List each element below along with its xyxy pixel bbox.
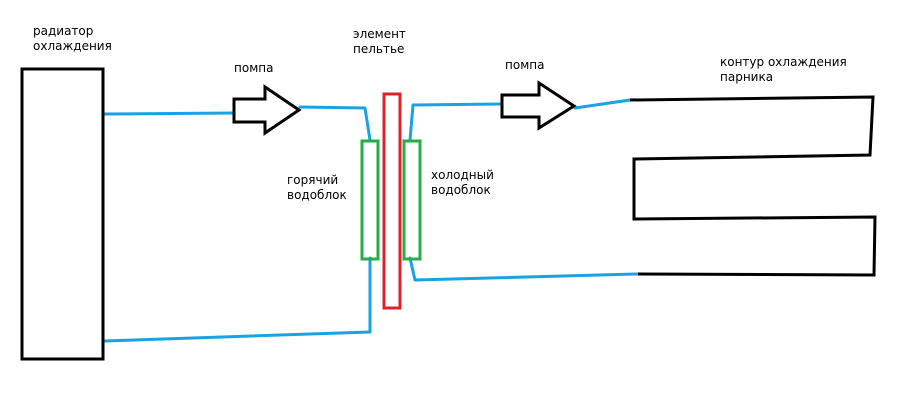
pipe-hot-block-to-radiator xyxy=(102,256,372,343)
contour-label: контур охлаждения парника xyxy=(720,55,847,84)
peltier-element xyxy=(382,92,402,310)
right-pump-arrow xyxy=(500,80,577,131)
peltier-label: элемент пельтье xyxy=(353,27,406,56)
pipes xyxy=(102,98,640,343)
cold-waterblock xyxy=(402,139,422,261)
left-pump-label: помпа xyxy=(234,61,274,75)
hot-waterblock xyxy=(360,139,380,261)
left-pump-arrow xyxy=(232,84,302,136)
right-pump-label: помпа xyxy=(505,58,545,72)
greenhouse-cooling-contour xyxy=(629,95,877,277)
pipe-contour-to-cold-block xyxy=(408,256,640,282)
hot-waterblock-label: горячий водоблок xyxy=(287,173,347,202)
pipe-left-pump-to-hot-block xyxy=(298,105,372,142)
radiator-box xyxy=(20,67,105,361)
radiator-label: радиатор охлаждения xyxy=(33,24,112,53)
pipe-radiator-to-left-pump xyxy=(102,111,236,116)
cold-waterblock-label: холодный водоблок xyxy=(431,168,494,197)
pipe-cold-block-to-right-pump xyxy=(408,102,502,142)
pipe-right-pump-to-contour xyxy=(573,98,632,110)
